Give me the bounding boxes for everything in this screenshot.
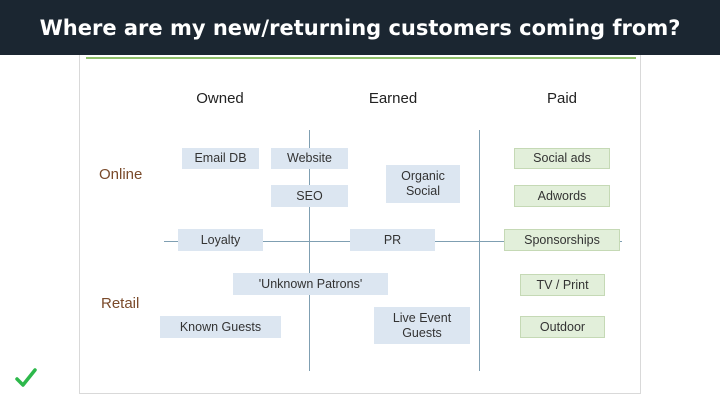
page-title: Where are my new/returning customers com… — [0, 0, 720, 55]
box-outdoor: Outdoor — [520, 316, 605, 338]
row-label-online: Online — [99, 166, 143, 183]
box-pr: PR — [350, 229, 435, 251]
vertical-axis-owned-earned — [309, 130, 310, 371]
box-unknown-patrons: 'Unknown Patrons' — [233, 273, 388, 295]
accent-divider — [86, 57, 636, 59]
row-label-retail: Retail — [101, 295, 140, 312]
box-known-guests: Known Guests — [160, 316, 281, 338]
box-seo: SEO — [271, 185, 348, 207]
box-social-ads: Social ads — [514, 148, 610, 169]
box-organic-social: Organic Social — [386, 165, 460, 203]
check-icon — [14, 366, 38, 390]
box-tv-print: TV / Print — [520, 274, 605, 296]
box-adwords: Adwords — [514, 185, 610, 207]
box-sponsorships: Sponsorships — [504, 229, 620, 251]
vertical-axis-earned-paid — [479, 130, 480, 371]
box-email-db: Email DB — [182, 148, 259, 169]
box-website: Website — [271, 148, 348, 169]
column-header-paid: Paid — [546, 90, 578, 107]
box-live-event-guests: Live Event Guests — [374, 307, 470, 344]
box-loyalty: Loyalty — [178, 229, 263, 251]
column-header-owned: Owned — [196, 90, 244, 107]
column-header-earned: Earned — [368, 90, 418, 107]
